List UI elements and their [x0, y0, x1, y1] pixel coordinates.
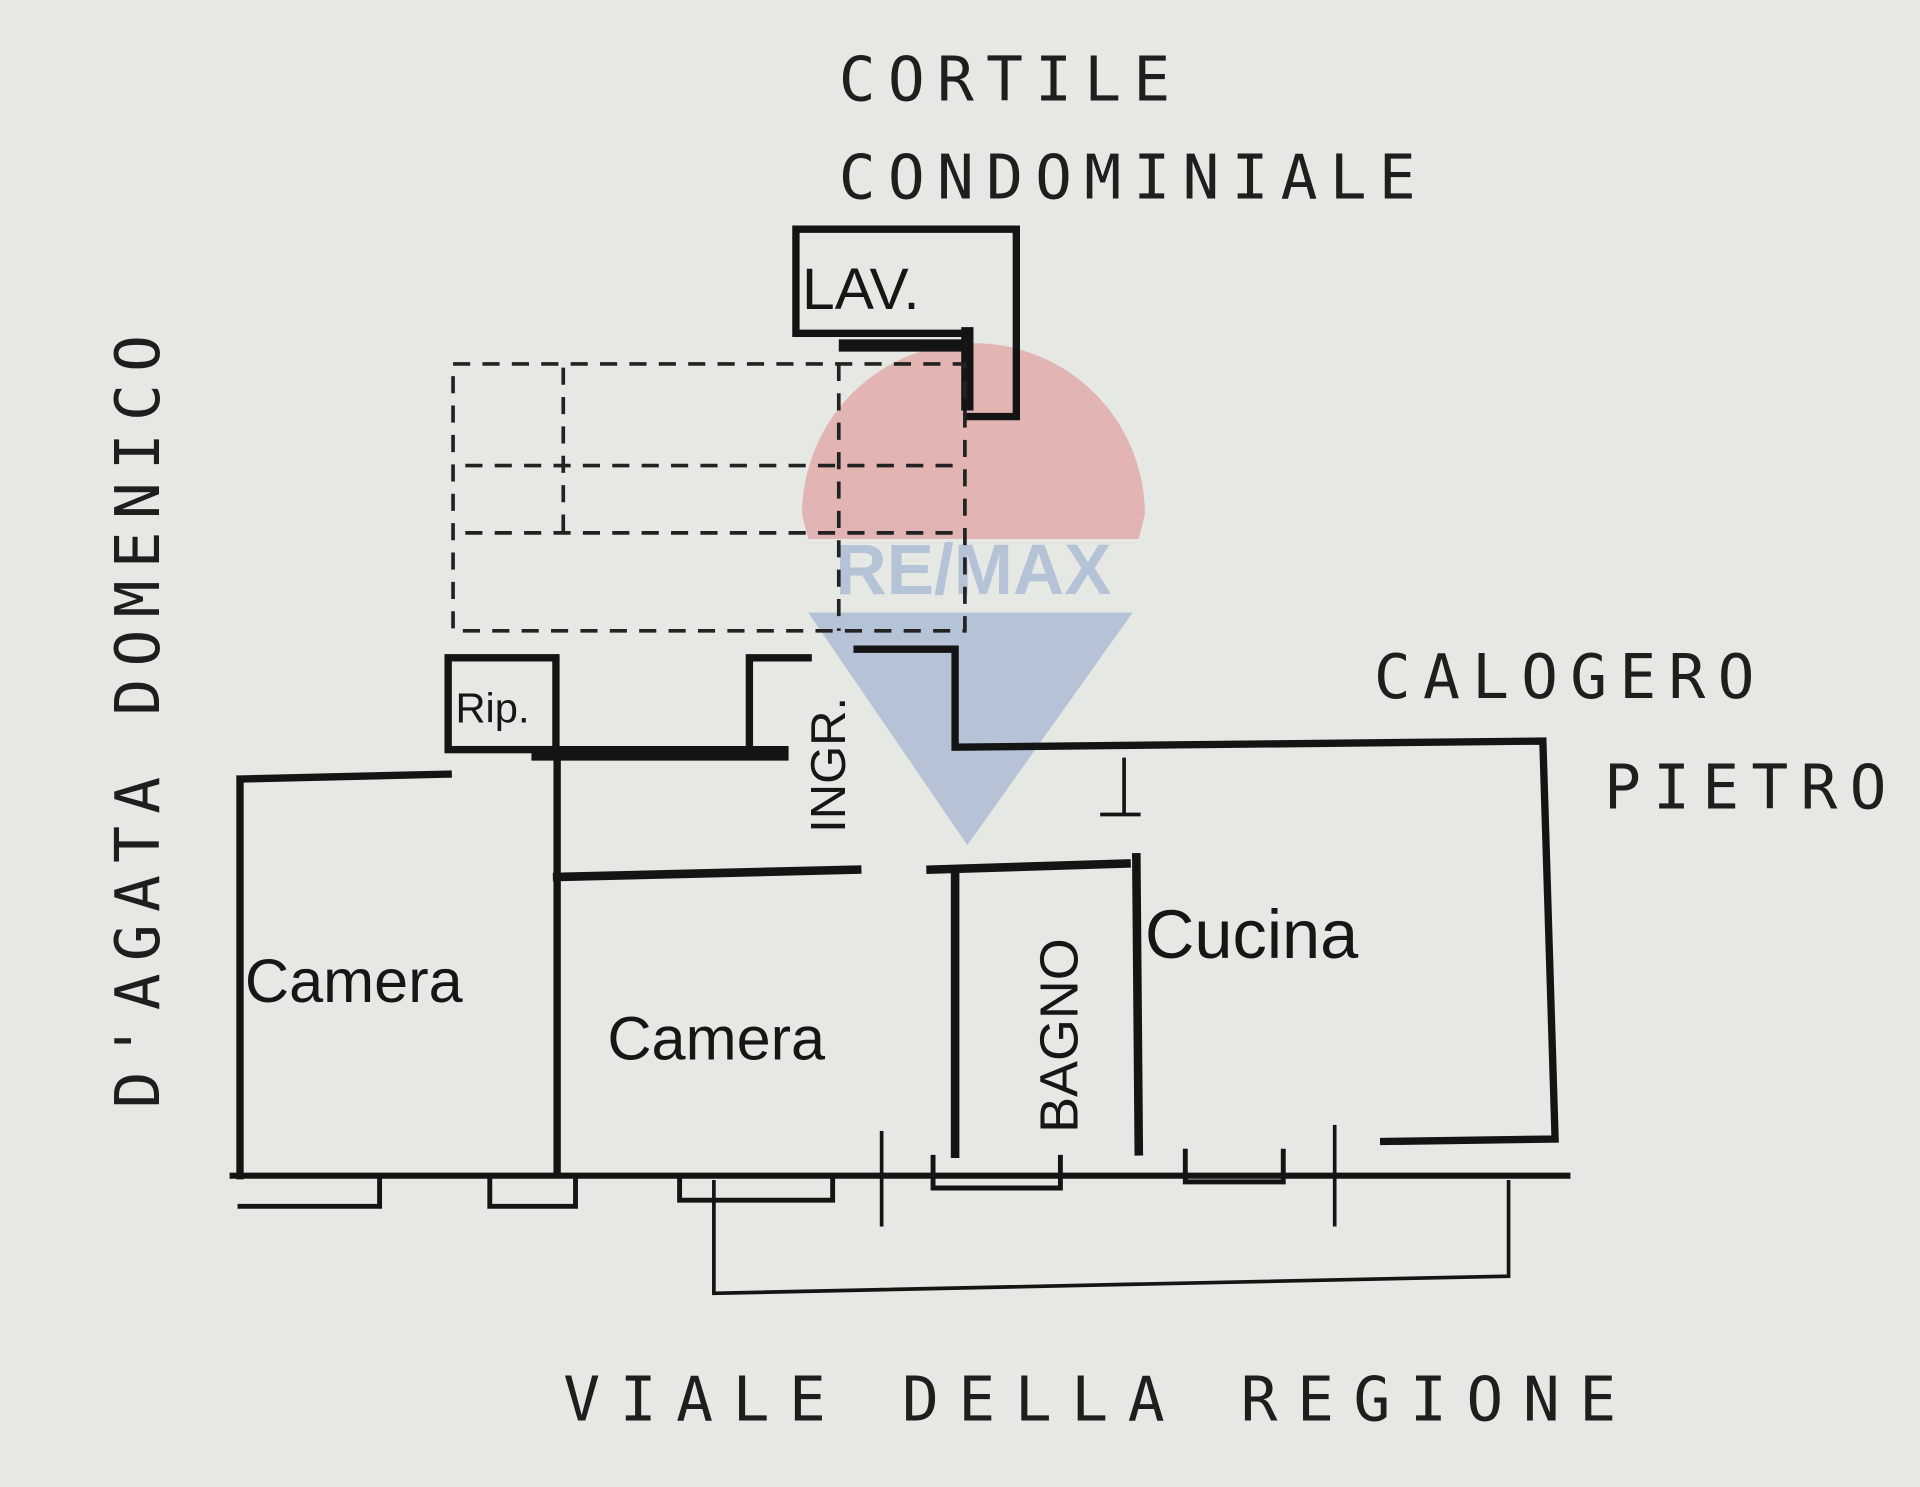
label-pietro: PIETRO — [1604, 752, 1899, 823]
label-cortile: CORTILE — [839, 45, 1183, 116]
label-lav: LAV. — [802, 257, 920, 322]
label-camera-left: Camera — [245, 947, 464, 1015]
label-viale-della-regione: VIALE DELLA REGIONE — [563, 1365, 1636, 1436]
label-rip: Rip. — [456, 685, 530, 732]
svg-text:RE/MAX: RE/MAX — [835, 531, 1111, 610]
lav-room: LAV. — [792, 225, 1020, 421]
label-cucina: Cucina — [1145, 896, 1359, 973]
dashed-annex — [451, 362, 967, 633]
walls — [229, 645, 1571, 1227]
rip-room: Rip. — [444, 654, 560, 754]
label-camera-center: Camera — [607, 1004, 826, 1072]
label-bagno: BAGNO — [1030, 938, 1090, 1133]
label-calogero: CALOGERO — [1374, 642, 1767, 713]
label-ingr: INGR. — [802, 697, 856, 833]
label-dagata-domenico: D'AGATA DOMENICO — [103, 323, 174, 1109]
balcony — [712, 1180, 1511, 1296]
label-condominiale: CONDOMINIALE — [839, 143, 1428, 214]
remax-watermark-logo: RE/MAX — [802, 343, 1145, 846]
